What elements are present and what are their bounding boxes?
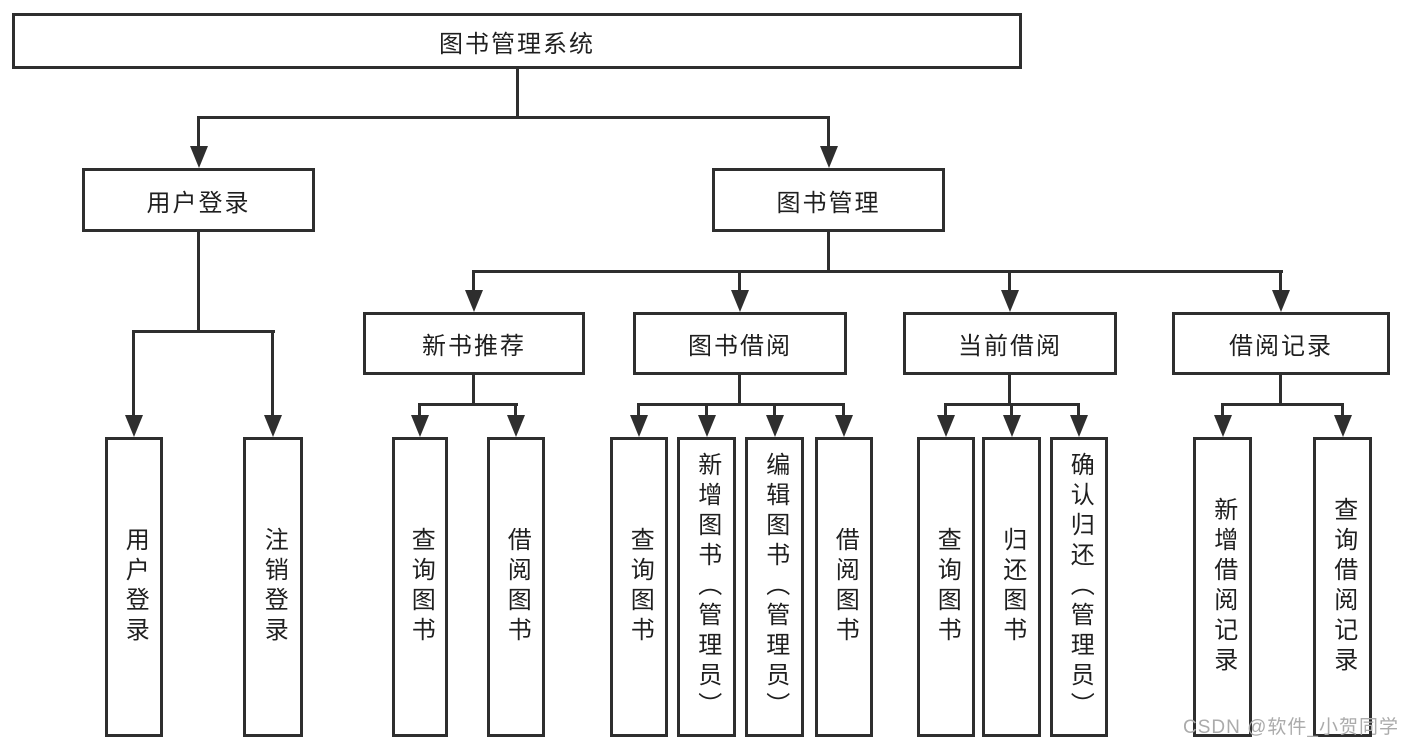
node-label: 新书推荐 — [422, 333, 526, 360]
connector-line — [1279, 270, 1282, 294]
connector-line — [738, 270, 741, 294]
leaf-user-login: 用户登录 — [105, 437, 163, 737]
arrow-down-icon — [1003, 415, 1021, 437]
leaf-label: 新增借阅记录 — [1209, 497, 1237, 677]
leaf-label: 归还图书 — [998, 527, 1026, 647]
arrow-down-icon — [1272, 290, 1290, 312]
arrow-down-icon — [465, 290, 483, 312]
node-book-management: 图书管理 — [712, 168, 945, 232]
node-current-borrowing: 当前借阅 — [903, 312, 1117, 375]
leaf-label: 注销登录 — [260, 527, 288, 647]
connector-line — [827, 232, 830, 272]
connector-line — [132, 330, 135, 416]
connector-line — [418, 403, 421, 417]
leaf-edit-book-admin: 编辑图书（管理员） — [745, 437, 804, 737]
connector-line — [705, 403, 708, 417]
leaf-query-borrow-record: 查询借阅记录 — [1313, 437, 1372, 737]
leaf-query-books-current: 查询图书 — [917, 437, 975, 737]
arrow-down-icon — [507, 415, 525, 437]
node-new-book-recommendation: 新书推荐 — [363, 312, 585, 375]
leaf-add-borrow-record: 新增借阅记录 — [1193, 437, 1252, 737]
node-label: 图书管理系统 — [439, 30, 595, 58]
arrow-down-icon — [1001, 290, 1019, 312]
leaf-borrow-books-recommendation: 借阅图书 — [487, 437, 545, 737]
leaf-label: 用户登录 — [121, 527, 149, 647]
connector-line — [637, 403, 640, 417]
arrow-down-icon — [766, 415, 784, 437]
leaf-label: 编辑图书（管理员） — [761, 452, 789, 722]
connector-line — [472, 270, 1283, 273]
leaf-label: 确认归还（管理员） — [1066, 452, 1094, 722]
arrow-down-icon — [411, 415, 429, 437]
arrow-down-icon — [698, 415, 716, 437]
connector-line — [1221, 403, 1224, 417]
leaf-logout: 注销登录 — [243, 437, 303, 737]
arrow-down-icon — [1334, 415, 1352, 437]
arrow-down-icon — [937, 415, 955, 437]
connector-line — [827, 116, 830, 148]
connector-line — [1008, 375, 1011, 406]
connector-line — [514, 403, 517, 417]
leaf-label: 查询借阅记录 — [1329, 497, 1357, 677]
leaf-label: 借阅图书 — [831, 527, 859, 647]
connector-line — [1077, 403, 1080, 417]
connector-line — [738, 375, 741, 406]
arrow-down-icon — [190, 146, 208, 168]
connector-line — [197, 116, 830, 119]
node-book-borrowing: 图书借阅 — [633, 312, 847, 375]
leaf-label: 查询图书 — [407, 527, 435, 647]
arrow-down-icon — [1070, 415, 1088, 437]
leaf-query-books-borrowing: 查询图书 — [610, 437, 668, 737]
node-label: 借阅记录 — [1229, 333, 1333, 360]
connector-line — [197, 116, 200, 148]
connector-line — [1010, 403, 1013, 417]
leaf-label: 查询图书 — [626, 527, 654, 647]
connector-line — [271, 330, 274, 416]
node-label: 图书管理 — [776, 189, 881, 217]
connector-line — [773, 403, 776, 417]
connector-line — [637, 403, 845, 406]
node-label: 用户登录 — [146, 189, 251, 217]
node-borrowing-records: 借阅记录 — [1172, 312, 1390, 375]
connector-line — [472, 375, 475, 406]
arrow-down-icon — [630, 415, 648, 437]
leaf-label: 新增图书（管理员） — [693, 452, 721, 722]
node-library-management-system: 图书管理系统 — [12, 13, 1022, 69]
arrow-down-icon — [125, 415, 143, 437]
connector-line — [418, 403, 518, 406]
node-user-login: 用户登录 — [82, 168, 315, 232]
leaf-label: 借阅图书 — [503, 527, 531, 647]
leaf-borrow-books: 借阅图书 — [815, 437, 873, 737]
node-label: 当前借阅 — [958, 333, 1062, 360]
connector-line — [1341, 403, 1344, 417]
connector-line — [1221, 403, 1344, 406]
arrow-down-icon — [1214, 415, 1232, 437]
connector-line — [1008, 270, 1011, 294]
arrow-down-icon — [820, 146, 838, 168]
connector-line — [472, 270, 475, 294]
connector-line — [842, 403, 845, 417]
connector-line — [944, 403, 947, 417]
node-label: 图书借阅 — [688, 333, 792, 360]
connector-line — [516, 69, 519, 117]
arrow-down-icon — [264, 415, 282, 437]
leaf-return-books: 归还图书 — [982, 437, 1041, 737]
arrow-down-icon — [731, 290, 749, 312]
connector-line — [197, 232, 200, 333]
leaf-query-books-recommendation: 查询图书 — [392, 437, 448, 737]
watermark: CSDN @软件_小贺同学 — [1183, 717, 1399, 738]
arrow-down-icon — [835, 415, 853, 437]
leaf-label: 查询图书 — [933, 527, 961, 647]
connector-line — [1279, 375, 1282, 406]
leaf-add-book-admin: 新增图书（管理员） — [677, 437, 736, 737]
leaf-confirm-return-admin: 确认归还（管理员） — [1050, 437, 1108, 737]
connector-line — [132, 330, 275, 333]
